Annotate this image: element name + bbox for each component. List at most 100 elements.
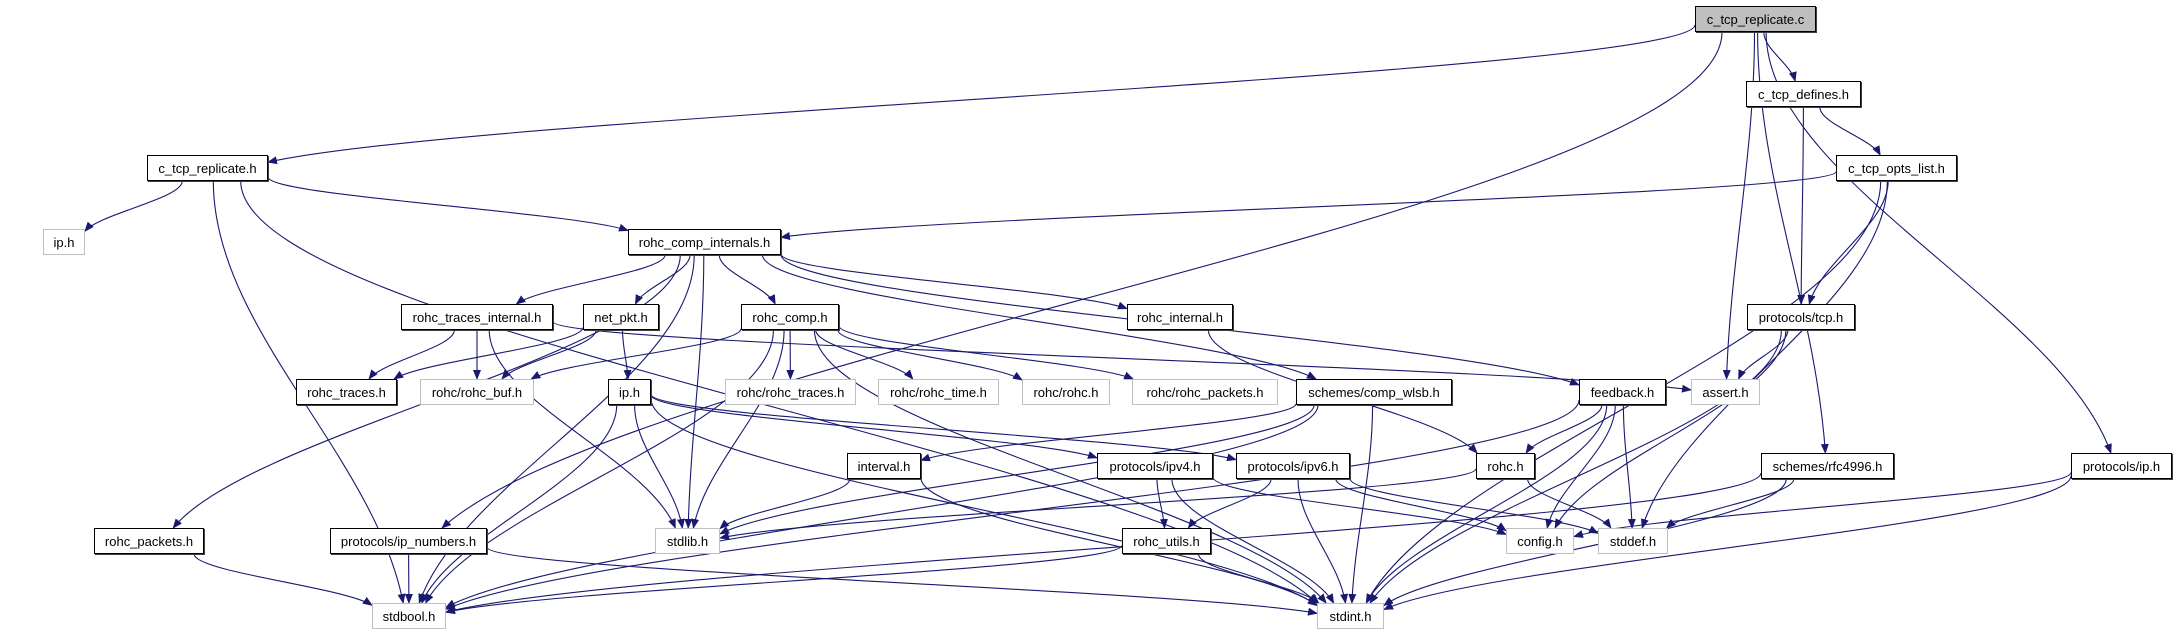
node-label: config.h [1517, 533, 1563, 549]
node-label: rohc/rohc_packets.h [1146, 384, 1264, 400]
node-protocols-ipv6-h[interactable]: protocols/ipv6.h [1236, 453, 1350, 479]
node-label: rohc_comp.h [752, 309, 828, 325]
edge-rohc-comp-internals-h-to-rohc-traces-internal-h [515, 254, 666, 305]
node-net-pkt-h[interactable]: net_pkt.h [583, 304, 659, 330]
edge-rohc-comp-internals-h-to-net-pkt-h [635, 254, 691, 305]
edge-rohc-traces-internal-h-to-stdlib-h [488, 329, 676, 529]
node-label: rohc_comp_internals.h [638, 234, 771, 250]
edge-feedback-h-to-stddef-h [1622, 404, 1636, 529]
node-ip-h[interactable]: ip.h [608, 379, 651, 405]
node-assert-h: assert.h [1691, 379, 1760, 405]
edge-rohc-comp-h-to-stdlib-h [691, 329, 785, 529]
node-rohc-traces-internal-h[interactable]: rohc_traces_internal.h [401, 304, 553, 330]
node-rohc-rohc-buf-h: rohc/rohc_buf.h [420, 379, 534, 405]
node-rohc-h[interactable]: rohc.h [1476, 453, 1535, 479]
edge-c-tcp-replicate-c-to-c-tcp-replicate-h [267, 24, 1696, 165]
node-label: feedback.h [1590, 384, 1655, 400]
node-stdbool-h: stdbool.h [372, 603, 446, 629]
edge-interval-h-to-stdint-h [920, 477, 1318, 606]
node-rohc-rohc-traces-h: rohc/rohc_traces.h [725, 379, 856, 405]
edge-rohc-comp-h-to-rohc-rohc-packets-h [838, 325, 1135, 380]
edge-rohc-traces-internal-h-to-assert-h [552, 321, 1692, 393]
edge-rohc-comp-h-to-rohc-rohc-h [837, 329, 1023, 381]
node-label: net_pkt.h [594, 309, 648, 325]
node-protocols-ipv4-h[interactable]: protocols/ipv4.h [1097, 453, 1213, 479]
edge-protocols-ipv6-h-to-stdint-h [1297, 478, 1348, 604]
edge-rohc-comp-h-to-stdbool-h [425, 329, 774, 604]
node-c-tcp-replicate-h[interactable]: c_tcp_replicate.h [147, 155, 268, 181]
edge-rohc-packets-h-to-stdbool-h [193, 553, 373, 606]
node-config-h: config.h [1506, 528, 1574, 554]
node-label: c_tcp_replicate.h [158, 160, 257, 176]
node-label: protocols/ipv4.h [1109, 458, 1201, 474]
edge-c-tcp-replicate-c-to-assert-h [1722, 31, 1756, 380]
edge-interval-h-to-stdlib-h [719, 478, 851, 530]
edge-rohc-comp-internals-h-to-rohc-comp-h [718, 254, 776, 305]
node-rohc-comp-internals-h[interactable]: rohc_comp_internals.h [628, 229, 781, 255]
edge-schemes-comp-wlsb-h-to-stdbool-h [445, 404, 1319, 608]
node-label: rohc.h [1487, 458, 1524, 474]
node-interval-h[interactable]: interval.h [847, 453, 921, 479]
edge-ip-h-to-stdbool-h [421, 404, 618, 604]
node-label: protocols/ip_numbers.h [340, 533, 477, 549]
node-protocols-tcp-h[interactable]: protocols/tcp.h [1747, 304, 1855, 330]
node-ip-h-ext: ip.h [43, 229, 85, 255]
edge-feedback-h-to-config-h [1545, 404, 1616, 529]
node-label: ip.h [619, 384, 640, 400]
edge-schemes-rfc4996-h-to-stddef-h [1665, 478, 1795, 529]
edge-rohc-comp-h-to-stdint-h [813, 329, 1327, 604]
node-feedback-h[interactable]: feedback.h [1579, 379, 1666, 405]
edge-c-tcp-replicate-h-to-rohc-comp-internals-h [267, 176, 629, 232]
node-label: c_tcp_replicate.c [1706, 11, 1805, 27]
node-schemes-comp-wlsb-h[interactable]: schemes/comp_wlsb.h [1296, 379, 1452, 405]
edge-net-pkt-h-to-rohc-traces-h [393, 327, 584, 380]
node-label: rohc/rohc.h [1033, 384, 1099, 400]
edge-rohc-comp-internals-h-to-schemes-comp-wlsb-h [761, 254, 1317, 380]
edge-rohc-comp-h-to-rohc-rohc-time-h [815, 329, 914, 380]
edge-rohc-h-to-stdlib-h [719, 468, 1477, 541]
node-label: rohc/rohc_buf.h [431, 384, 523, 400]
node-rohc-internal-h[interactable]: rohc_internal.h [1127, 304, 1233, 330]
edge-protocols-ipv4-h-to-rohc-utils-h [1156, 478, 1168, 529]
node-stdint-h: stdint.h [1317, 603, 1384, 629]
node-label: protocols/tcp.h [1758, 309, 1844, 325]
edge-c-tcp-opts-list-h-to-protocols-tcp-h [1807, 180, 1889, 305]
edge-protocols-ipv6-h-to-config-h [1335, 478, 1507, 532]
node-rohc-utils-h[interactable]: rohc_utils.h [1122, 528, 1211, 554]
node-c-tcp-defines-h[interactable]: c_tcp_defines.h [1746, 81, 1861, 107]
node-rohc-traces-h[interactable]: rohc_traces.h [296, 379, 397, 405]
edge-rohc-comp-h-to-rohc-rohc-buf-h [530, 328, 742, 380]
node-label: rohc_traces.h [307, 384, 386, 400]
node-label: interval.h [857, 458, 911, 474]
edge-protocols-ip-h-to-stdint-h [1383, 475, 2072, 611]
node-stdlib-h: stdlib.h [655, 528, 720, 554]
node-label: rohc_packets.h [104, 533, 194, 549]
edge-protocols-ip-numbers-h-to-stdint-h [486, 546, 1318, 616]
node-rohc-packets-h[interactable]: rohc_packets.h [94, 528, 204, 554]
edge-net-pkt-h-to-rohc-rohc-buf-h [501, 329, 597, 380]
edge-rohc-utils-h-to-stdbool-h [445, 544, 1123, 615]
node-schemes-rfc4996-h[interactable]: schemes/rfc4996.h [1761, 453, 1894, 479]
node-c-tcp-replicate-c[interactable]: c_tcp_replicate.c [1695, 6, 1816, 32]
edge-protocols-tcp-h-to-assert-h [1738, 329, 1789, 380]
edge-rohc-comp-internals-h-to-rohc-internal-h [780, 253, 1128, 310]
node-label: stddef.h [1609, 533, 1657, 549]
node-protocols-ip-numbers-h[interactable]: protocols/ip_numbers.h [330, 528, 487, 554]
edge-ip-h-to-protocols-ipv4-h [650, 394, 1098, 459]
node-rohc-comp-h[interactable]: rohc_comp.h [741, 304, 839, 330]
node-c-tcp-opts-list-h[interactable]: c_tcp_opts_list.h [1836, 155, 1957, 181]
node-label: rohc_traces_internal.h [412, 309, 542, 325]
edge-feedback-h-to-stdbool-h [445, 399, 1580, 610]
node-label: stdint.h [1329, 608, 1372, 624]
edge-ip-h-to-stdint-h [650, 398, 1318, 607]
edge-net-pkt-h-to-ip-h [621, 329, 632, 380]
edge-protocols-tcp-h-to-config-h [1554, 329, 1787, 529]
edge-rohc-utils-h-to-stdint-h [1197, 553, 1320, 604]
node-label: rohc/rohc_traces.h [736, 384, 845, 400]
node-stddef-h: stddef.h [1598, 528, 1668, 554]
edge-protocols-ip-h-to-config-h [1573, 472, 2072, 538]
node-label: rohc_utils.h [1133, 533, 1200, 549]
node-protocols-ip-h[interactable]: protocols/ip.h [2071, 453, 2172, 479]
edge-feedback-h-to-rohc-h [1525, 404, 1603, 454]
edge-ip-h-to-stdlib-h [634, 404, 685, 529]
